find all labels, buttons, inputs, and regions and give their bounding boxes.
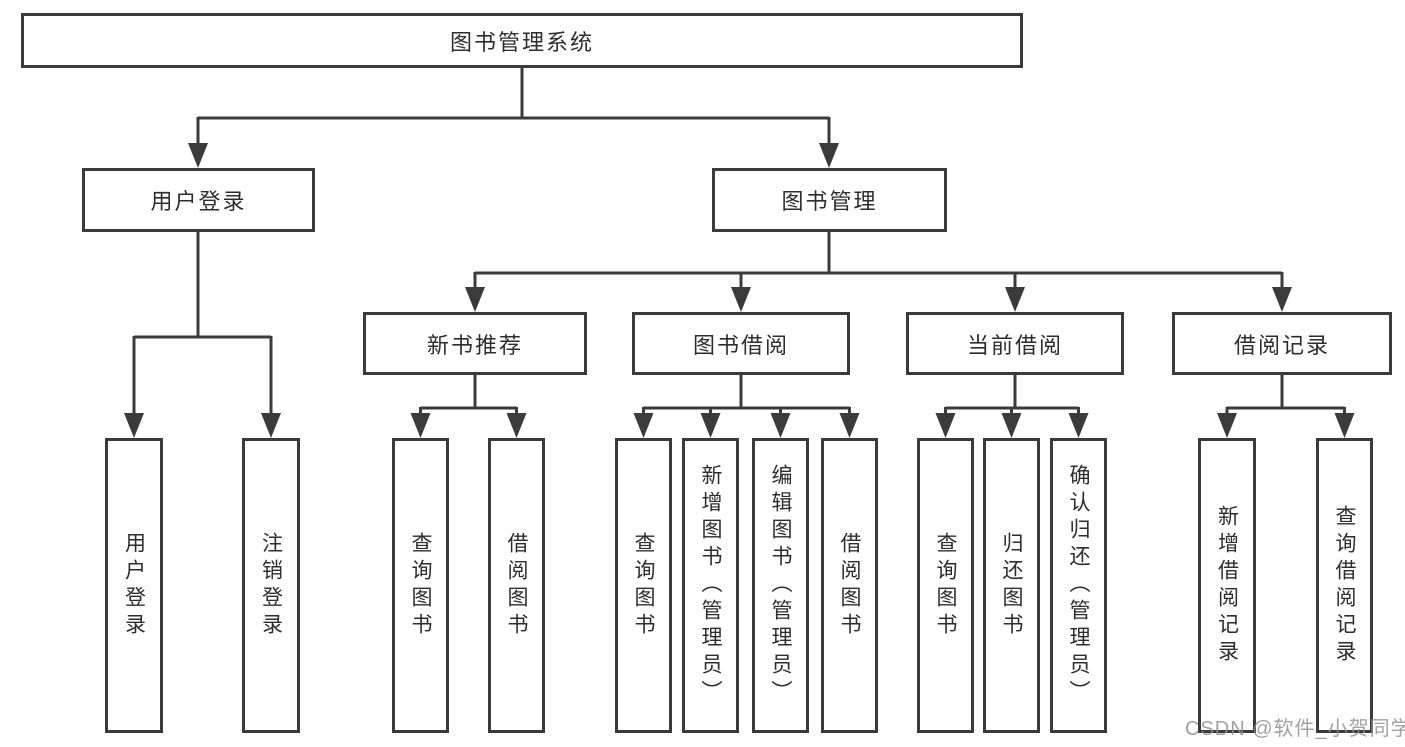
node-bb-add-books-admin: 新增图书（管理员） xyxy=(682,438,739,733)
node-user-login: 用户登录 xyxy=(82,168,315,232)
node-logout-leaf: 注销登录 xyxy=(242,438,300,733)
node-book-borrow: 图书借阅 xyxy=(632,312,850,375)
node-br-add-record: 新增借阅记录 xyxy=(1198,438,1256,733)
watermark: CSDN @软件_小贺同学 xyxy=(1185,718,1405,740)
node-new-book-recommend: 新书推荐 xyxy=(363,312,587,375)
node-login-leaf: 用户登录 xyxy=(105,438,163,733)
node-cb-confirm-return-admin: 确认归还（管理员） xyxy=(1050,438,1107,733)
node-nbr-query-books: 查询图书 xyxy=(392,438,449,733)
node-book-management: 图书管理 xyxy=(712,168,947,232)
node-cb-query-books: 查询图书 xyxy=(917,438,974,733)
node-borrow-records: 借阅记录 xyxy=(1172,312,1392,375)
node-nbr-borrow-books: 借阅图书 xyxy=(488,438,545,733)
arrowheads xyxy=(124,143,1355,438)
node-br-query-record: 查询借阅记录 xyxy=(1316,438,1373,733)
node-bb-borrow-books: 借阅图书 xyxy=(821,438,878,733)
node-bb-edit-books-admin: 编辑图书（管理员） xyxy=(752,438,809,733)
node-cb-return-books: 归还图书 xyxy=(983,438,1040,733)
node-bb-query-books: 查询图书 xyxy=(615,438,672,733)
node-current-borrow: 当前借阅 xyxy=(906,312,1124,375)
node-root: 图书管理系统 xyxy=(21,13,1023,68)
